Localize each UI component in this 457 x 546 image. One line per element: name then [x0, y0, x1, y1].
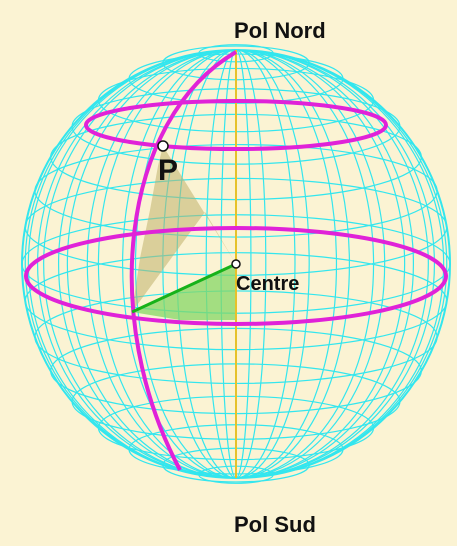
- equator-circle: [24, 226, 448, 326]
- longitude-angle-wedge: [132, 264, 236, 320]
- south-pole-label: Pol Sud: [234, 512, 316, 537]
- point-p-label: P: [158, 154, 179, 187]
- centre-radius-line: [131, 262, 237, 314]
- parallel-circle: [84, 99, 388, 151]
- centre-label: Centre: [236, 273, 300, 295]
- meridian-through-p: [129, 50, 238, 471]
- point-p-marker: [157, 140, 169, 152]
- centre-point: [231, 259, 241, 269]
- north-pole-label: Pol Nord: [234, 18, 326, 43]
